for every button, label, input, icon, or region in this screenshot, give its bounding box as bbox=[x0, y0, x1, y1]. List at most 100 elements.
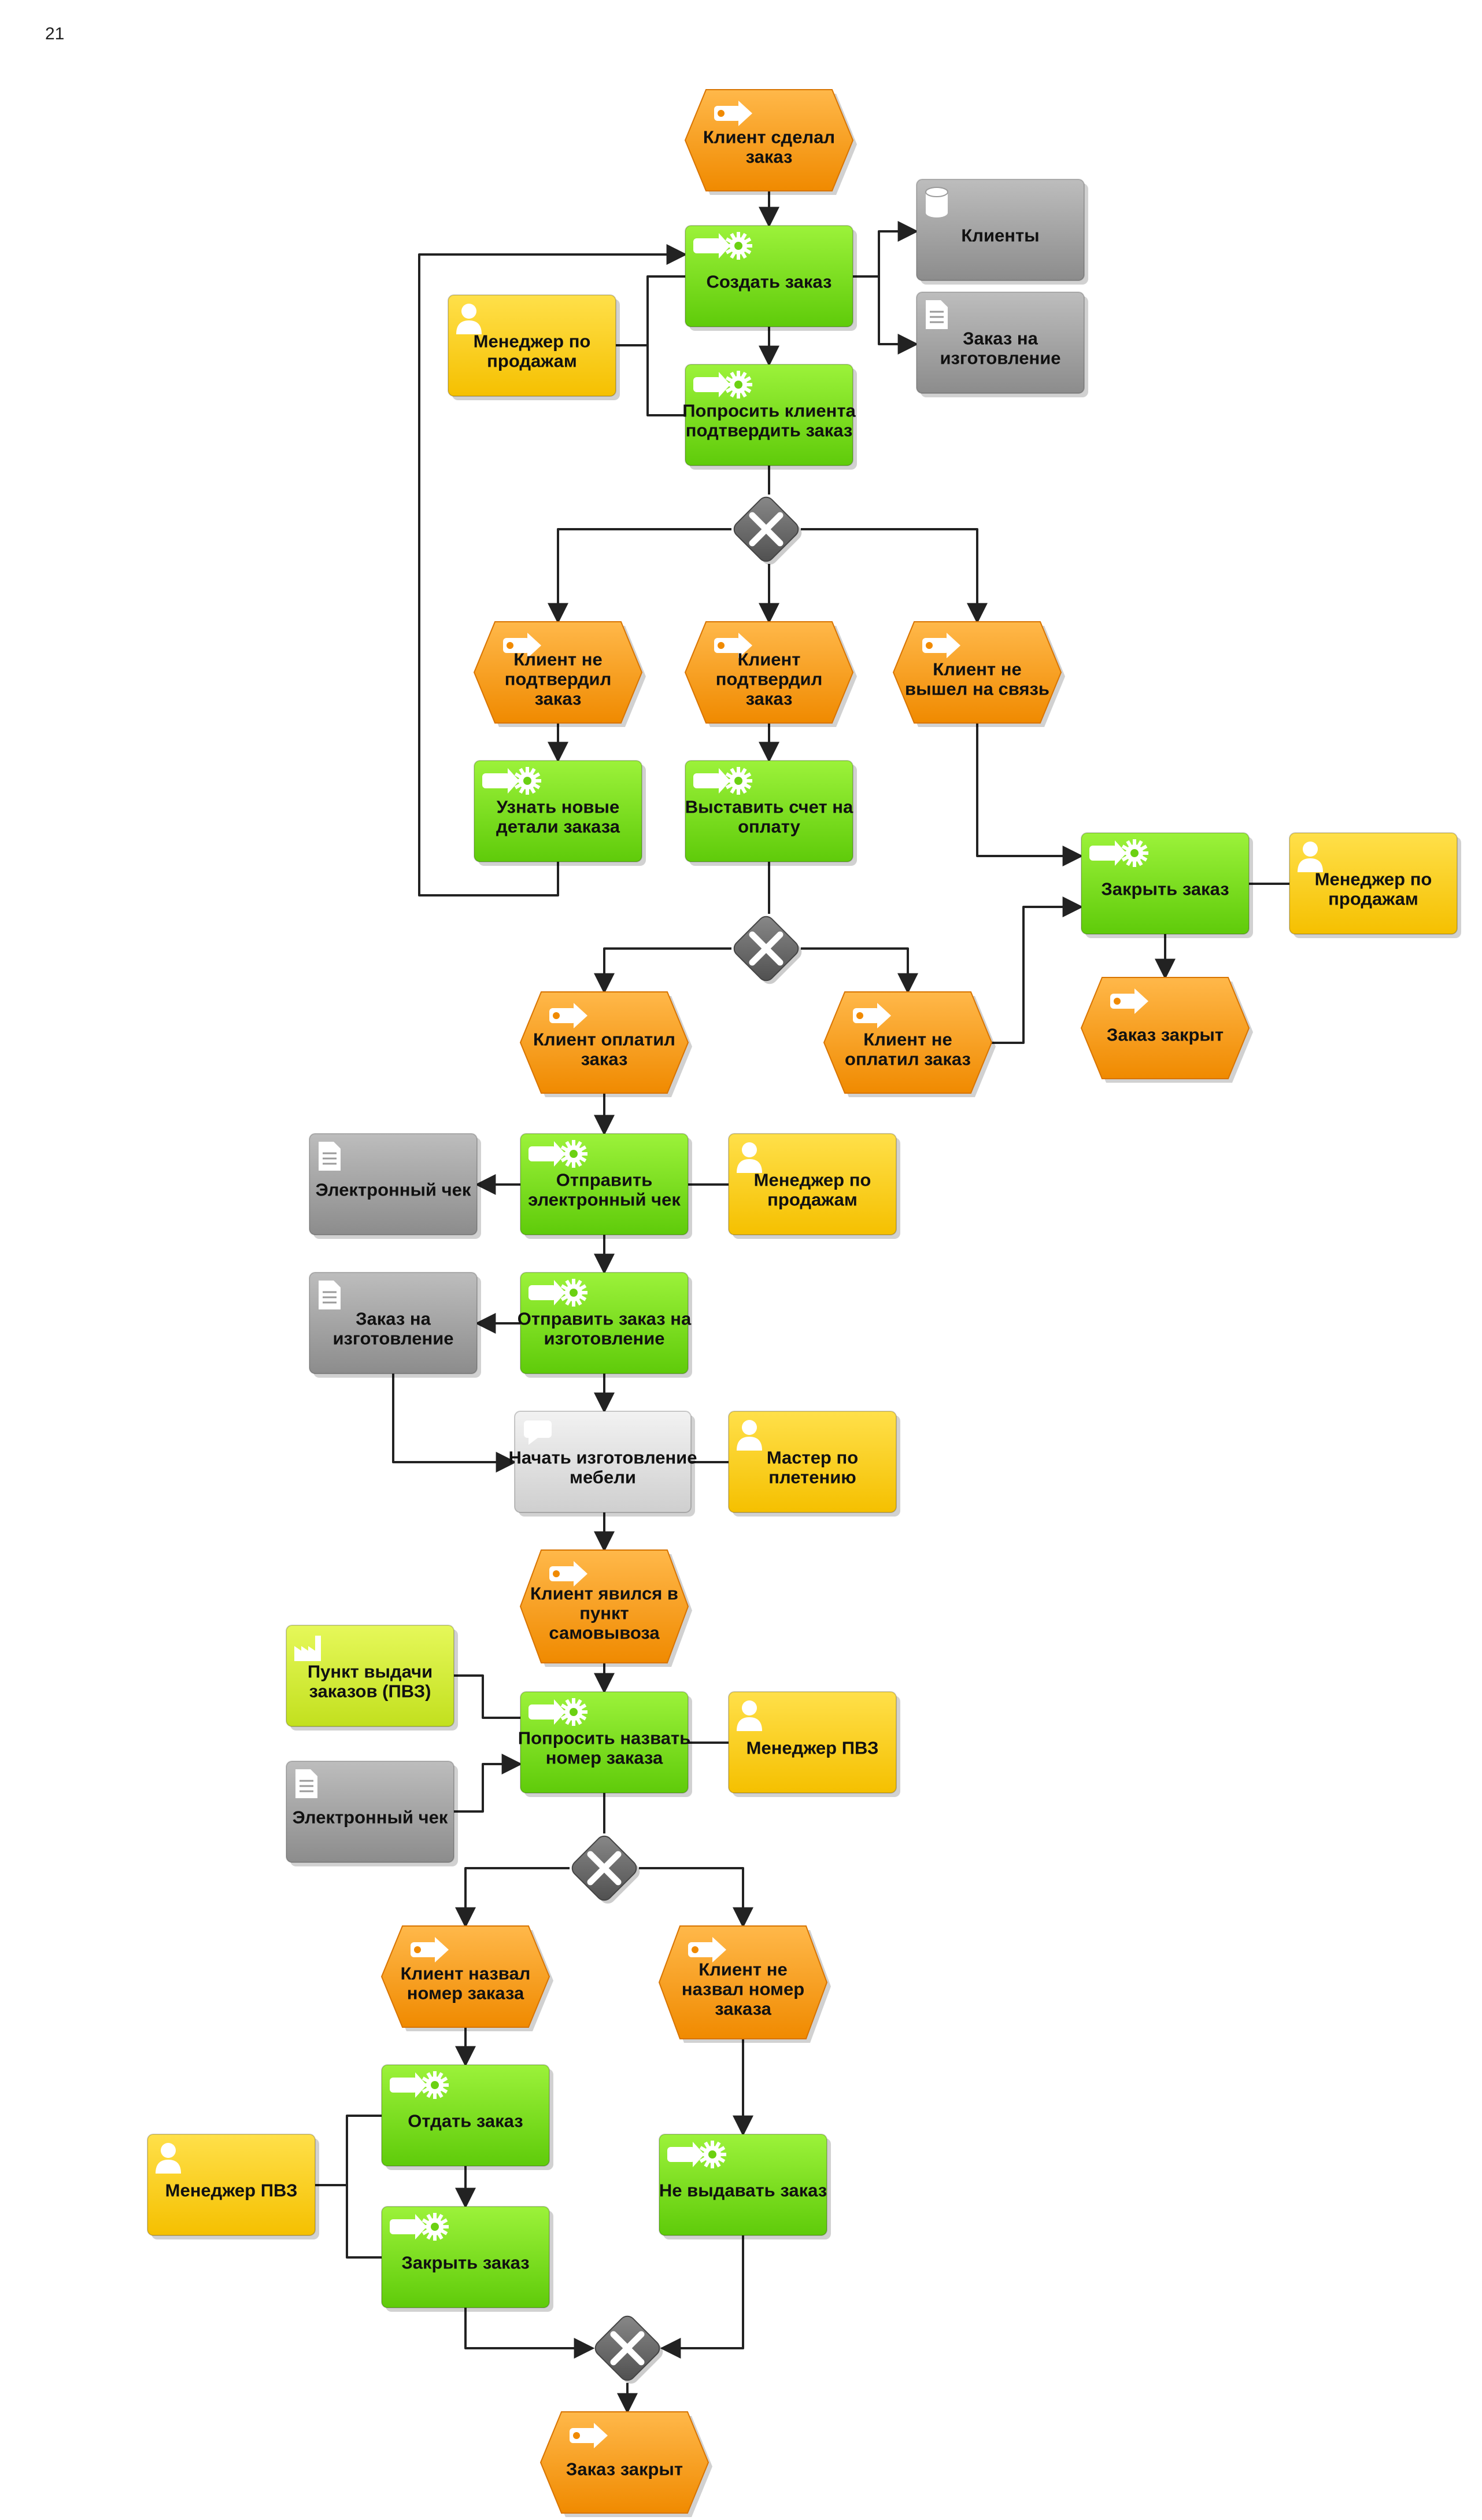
connector-20 bbox=[992, 896, 1084, 1044]
event-arrow-icon bbox=[1110, 988, 1148, 1014]
node-label: оплатил заказ bbox=[845, 1049, 971, 1069]
node-label: Заказ закрыт bbox=[1107, 1025, 1224, 1045]
function-gear-arrow-icon bbox=[693, 232, 752, 260]
function-node-f_close1[interactable]: Закрыть заказ bbox=[1081, 832, 1253, 938]
node-label: Заказ на bbox=[963, 329, 1038, 349]
document-icon bbox=[926, 300, 948, 329]
event-arrow-icon bbox=[688, 1937, 726, 1962]
event-arrow-icon bbox=[549, 1003, 587, 1028]
function-node-f_not_give[interactable]: Не выдавать заказ bbox=[659, 2134, 831, 2239]
node-label: Клиент назвал bbox=[401, 1964, 531, 1984]
node-label: Узнать новые bbox=[497, 797, 619, 817]
node-label: Менеджер ПВЗ bbox=[746, 1738, 879, 1758]
connector-14 bbox=[976, 723, 1084, 866]
node-label: плетению bbox=[768, 1467, 856, 1488]
node-label: Начать изготовление bbox=[509, 1448, 697, 1468]
document-node-doc_receipt1[interactable]: Электронный чек bbox=[309, 1133, 481, 1239]
connector-10 bbox=[801, 528, 988, 624]
xor-icon bbox=[610, 2331, 645, 2366]
node-label: заказов (ПВЗ) bbox=[309, 1681, 431, 1702]
node-label: Менеджер ПВЗ bbox=[165, 2180, 298, 2201]
document-node-doc_receipt2[interactable]: Электронный чек bbox=[286, 1761, 458, 1866]
function-gear-arrow-icon bbox=[482, 767, 541, 795]
connector-36 bbox=[639, 1867, 753, 1928]
role-node-r_pvz2[interactable]: Менеджер ПВЗ bbox=[147, 2134, 319, 2239]
node-label: продажам bbox=[767, 1190, 858, 1210]
node-label: продажам bbox=[487, 351, 577, 371]
connector-3 bbox=[853, 275, 919, 355]
node-label: номер заказа bbox=[546, 1748, 663, 1768]
function-gear-arrow-icon bbox=[390, 2071, 449, 2099]
xor-gateway-x2[interactable] bbox=[731, 913, 805, 987]
event-node-e_closed1[interactable]: Заказ закрыт bbox=[1080, 977, 1253, 1083]
process-icon bbox=[524, 1421, 552, 1445]
node-label: заказ bbox=[581, 1049, 628, 1069]
xor-gateway-x1[interactable] bbox=[731, 494, 805, 568]
event-node-e_closed2[interactable]: Заказ закрыт bbox=[539, 2411, 712, 2517]
connector-32 bbox=[454, 1754, 523, 1813]
connector-13 bbox=[418, 244, 688, 896]
database-node-d_clients[interactable]: Клиенты bbox=[916, 179, 1088, 285]
xor-gateway-x3[interactable] bbox=[569, 1833, 643, 1907]
function-gear-arrow-icon bbox=[529, 1698, 587, 1726]
function-gear-arrow-icon bbox=[693, 767, 752, 795]
node-label: мебели bbox=[570, 1467, 636, 1488]
person-icon bbox=[156, 2143, 181, 2174]
connector-43 bbox=[660, 2235, 744, 2359]
database-icon bbox=[925, 187, 948, 217]
connector-19 bbox=[801, 947, 918, 994]
document-icon bbox=[319, 1281, 341, 1309]
node-label: подтвердил bbox=[716, 669, 823, 689]
function-node-f_give[interactable]: Отдать заказ bbox=[381, 2064, 553, 2170]
function-node-f_close2[interactable]: Закрыть заказ bbox=[381, 2206, 553, 2312]
node-label: вышел на связь bbox=[905, 679, 1049, 699]
connector-27 bbox=[392, 1374, 517, 1473]
node-label: Попросить назвать bbox=[518, 1728, 690, 1748]
function-node-f1[interactable]: Создать заказ bbox=[685, 225, 857, 331]
node-label: Менеджер по bbox=[474, 331, 591, 352]
node-label: Клиент сделал bbox=[703, 127, 835, 147]
node-label: Пункт выдачи bbox=[308, 1662, 433, 1682]
node-label: пункт bbox=[579, 1603, 629, 1624]
node-label: Заказ на bbox=[356, 1309, 431, 1329]
xor-icon bbox=[587, 1851, 622, 1886]
node-label: Клиент не bbox=[699, 1960, 787, 1980]
xor-gateway-x4[interactable] bbox=[592, 2313, 666, 2387]
node-label: продажам bbox=[1328, 889, 1418, 909]
person-icon bbox=[456, 304, 482, 334]
connector-40 bbox=[315, 2184, 382, 2259]
event-arrow-icon bbox=[922, 633, 960, 658]
document-icon bbox=[319, 1142, 341, 1171]
connector-31 bbox=[454, 1674, 520, 1719]
node-label: изготовление bbox=[544, 1329, 664, 1349]
node-label: Отправить заказ на bbox=[518, 1309, 692, 1329]
role-node-r_pvz1[interactable]: Менеджер ПВЗ bbox=[728, 1691, 900, 1797]
node-label: Создать заказ bbox=[707, 272, 832, 292]
function-gear-arrow-icon bbox=[390, 2213, 449, 2241]
event-arrow-icon bbox=[503, 633, 541, 658]
